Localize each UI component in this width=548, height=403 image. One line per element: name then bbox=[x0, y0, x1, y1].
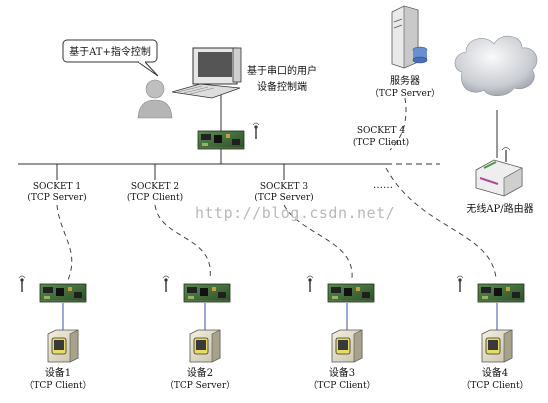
server-to-cloud-link bbox=[389, 97, 407, 151]
socket-3-link bbox=[283, 204, 353, 279]
server-label-line-1: 服务器 bbox=[390, 74, 420, 87]
socket-2-link bbox=[154, 204, 211, 279]
device-3-role: （TCP Client） bbox=[308, 380, 375, 391]
device-4-module bbox=[456, 275, 525, 303]
device-3-name: 设备3 bbox=[329, 366, 355, 379]
socket-3-role: (TCP Server) bbox=[254, 192, 313, 203]
device-2-name: 设备2 bbox=[187, 366, 213, 379]
device-4-name: 设备4 bbox=[482, 366, 508, 379]
server-icon bbox=[391, 5, 428, 69]
socket-2-role: (TCP Client) bbox=[127, 192, 183, 203]
device-4-role: （TCP Client） bbox=[461, 380, 528, 391]
device-1-icon bbox=[47, 329, 79, 363]
device-2-role: （TCP Server） bbox=[165, 380, 235, 391]
device-4-icon bbox=[481, 329, 513, 363]
host-label-line-2: 设备控制端 bbox=[257, 80, 307, 93]
host-label-line-1: 基于串口的用户 bbox=[247, 64, 317, 77]
socket-4-link bbox=[385, 167, 497, 279]
device-3-module bbox=[306, 275, 375, 303]
socket-4-name: SOCKET 4 bbox=[357, 126, 406, 136]
socket-1-name: SOCKET 1 bbox=[33, 182, 81, 192]
at-command-bubble: 基于AT+指令控制 bbox=[62, 39, 159, 77]
device-2-module bbox=[162, 275, 231, 303]
device-1-role: （TCP Client） bbox=[24, 380, 91, 391]
computer-icon bbox=[171, 47, 242, 99]
socket-4-role: (TCP Client) bbox=[353, 137, 409, 148]
user-icon bbox=[137, 79, 173, 119]
bubble-text: 基于AT+指令控制 bbox=[69, 45, 151, 58]
more-sockets-ellipsis: …… bbox=[373, 180, 393, 191]
ap-label: 无线AP/路由器 bbox=[466, 202, 533, 215]
socket-1-role: (TCP Server) bbox=[27, 192, 86, 203]
central-wifi-module bbox=[197, 122, 260, 150]
internet-cloud-icon bbox=[454, 35, 538, 97]
watermark: http://blog.csdn.net/ bbox=[195, 204, 395, 222]
wireless-ap-icon bbox=[475, 147, 523, 197]
device-2-icon bbox=[189, 329, 221, 363]
socket-3-name: SOCKET 3 bbox=[260, 182, 309, 192]
device-3-icon bbox=[331, 329, 363, 363]
device-1-name: 设备1 bbox=[45, 366, 71, 379]
socket-1-link bbox=[56, 204, 73, 281]
device-1-module bbox=[18, 275, 87, 303]
socket-2-name: SOCKET 2 bbox=[131, 182, 179, 192]
server-label-line-2: （TCP Server） bbox=[370, 88, 440, 99]
